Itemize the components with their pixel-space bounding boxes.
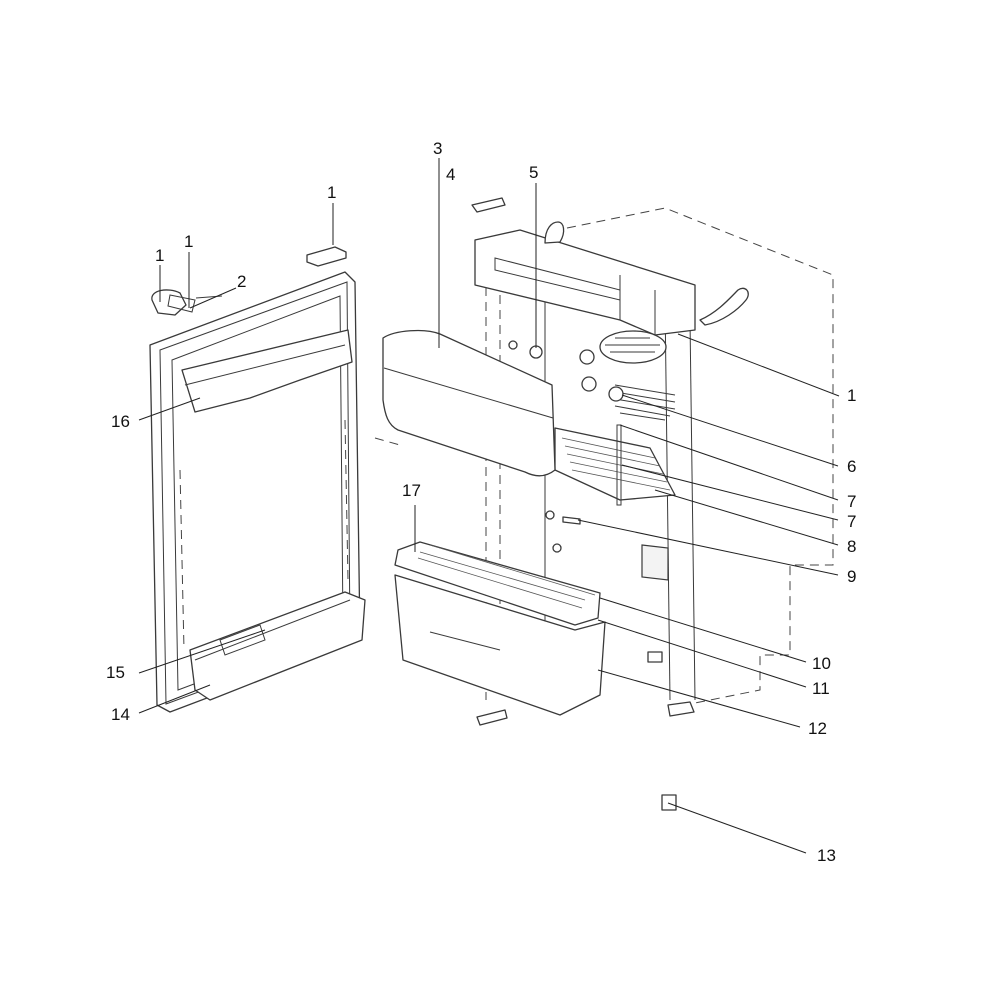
callout-5: 5	[529, 163, 538, 182]
hinge-cover-top	[306, 246, 347, 267]
flap-hinge-pin	[471, 197, 506, 213]
callout-4: 4	[446, 165, 455, 184]
crisper-drawer	[394, 574, 606, 716]
callout-7a: 7	[847, 492, 856, 511]
callout-3: 3	[433, 139, 442, 158]
callout-13: 13	[817, 846, 836, 865]
leader-lines	[138, 158, 840, 854]
callout-12: 12	[808, 719, 827, 738]
callout-11: 11	[812, 679, 830, 698]
screw	[661, 794, 677, 811]
callout-1-hinge-a: 1	[155, 246, 164, 265]
callout-1-right: 1	[847, 386, 856, 405]
door-top-bin	[181, 329, 353, 413]
callout-6: 6	[847, 457, 856, 476]
callout-1-hinge-b: 1	[184, 232, 193, 251]
callout-1-top: 1	[327, 183, 336, 202]
callout-16: 16	[111, 412, 130, 431]
callout-9: 9	[847, 567, 856, 586]
callout-17: 17	[402, 481, 421, 500]
callout-2: 2	[237, 272, 246, 291]
door-bottom-bin	[189, 591, 366, 701]
refrigerator-cabinet	[474, 207, 834, 717]
crisper-lid	[394, 541, 601, 626]
callout-15: 15	[106, 663, 125, 682]
callout-8: 8	[847, 537, 856, 556]
callout-10: 10	[812, 654, 831, 673]
bottom-hinge-pin	[476, 709, 508, 726]
callout-14: 14	[111, 705, 130, 724]
callout-7b: 7	[847, 512, 856, 531]
freezer-flap	[382, 329, 556, 477]
